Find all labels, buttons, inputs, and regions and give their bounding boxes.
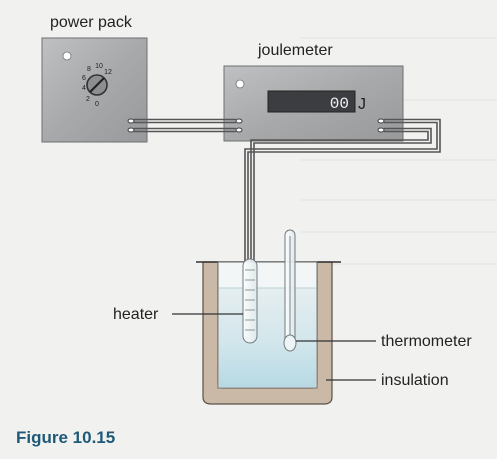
- voltage-dial[interactable]: [86, 74, 108, 96]
- dial-mark: 10: [95, 63, 103, 70]
- thermometer-label: thermometer: [381, 333, 472, 350]
- display-unit: J: [358, 96, 366, 113]
- power-pack: 0 2 4 6 8 10 12: [41, 37, 148, 143]
- joulemeter: 00 J: [223, 65, 404, 142]
- dial-mark: 4: [82, 85, 86, 92]
- joulemeter-input-terminals[interactable]: [235, 118, 243, 133]
- insulated-beaker: [196, 261, 341, 405]
- joulemeter-indicator-light: [235, 79, 245, 89]
- wires-joulemeter-to-heater: [244, 118, 441, 262]
- power-pack-terminals[interactable]: [127, 118, 135, 133]
- display-value: 00: [330, 95, 349, 113]
- joulemeter-output-terminals[interactable]: [377, 118, 385, 133]
- insulation-label: insulation: [381, 372, 449, 389]
- immersion-heater: [242, 258, 258, 344]
- dial-mark: 8: [87, 66, 91, 73]
- dial-mark: 2: [86, 96, 90, 103]
- power-pack-indicator-light: [62, 51, 72, 61]
- water: [219, 288, 316, 387]
- figure-caption: Figure 10.15: [16, 428, 115, 447]
- joulemeter-label: joulemeter: [257, 42, 333, 59]
- wires-power-to-joulemeter: [134, 118, 236, 133]
- dial-mark: 6: [82, 75, 86, 82]
- dial-mark: 12: [104, 69, 112, 76]
- heater-label: heater: [113, 306, 159, 323]
- power-pack-label: power pack: [50, 14, 133, 31]
- dial-mark: 0: [95, 101, 99, 108]
- joulemeter-display: 00: [267, 90, 356, 113]
- thermometer: [283, 229, 297, 352]
- dial-scale: 0 2 4 6 8 10 12: [82, 63, 112, 108]
